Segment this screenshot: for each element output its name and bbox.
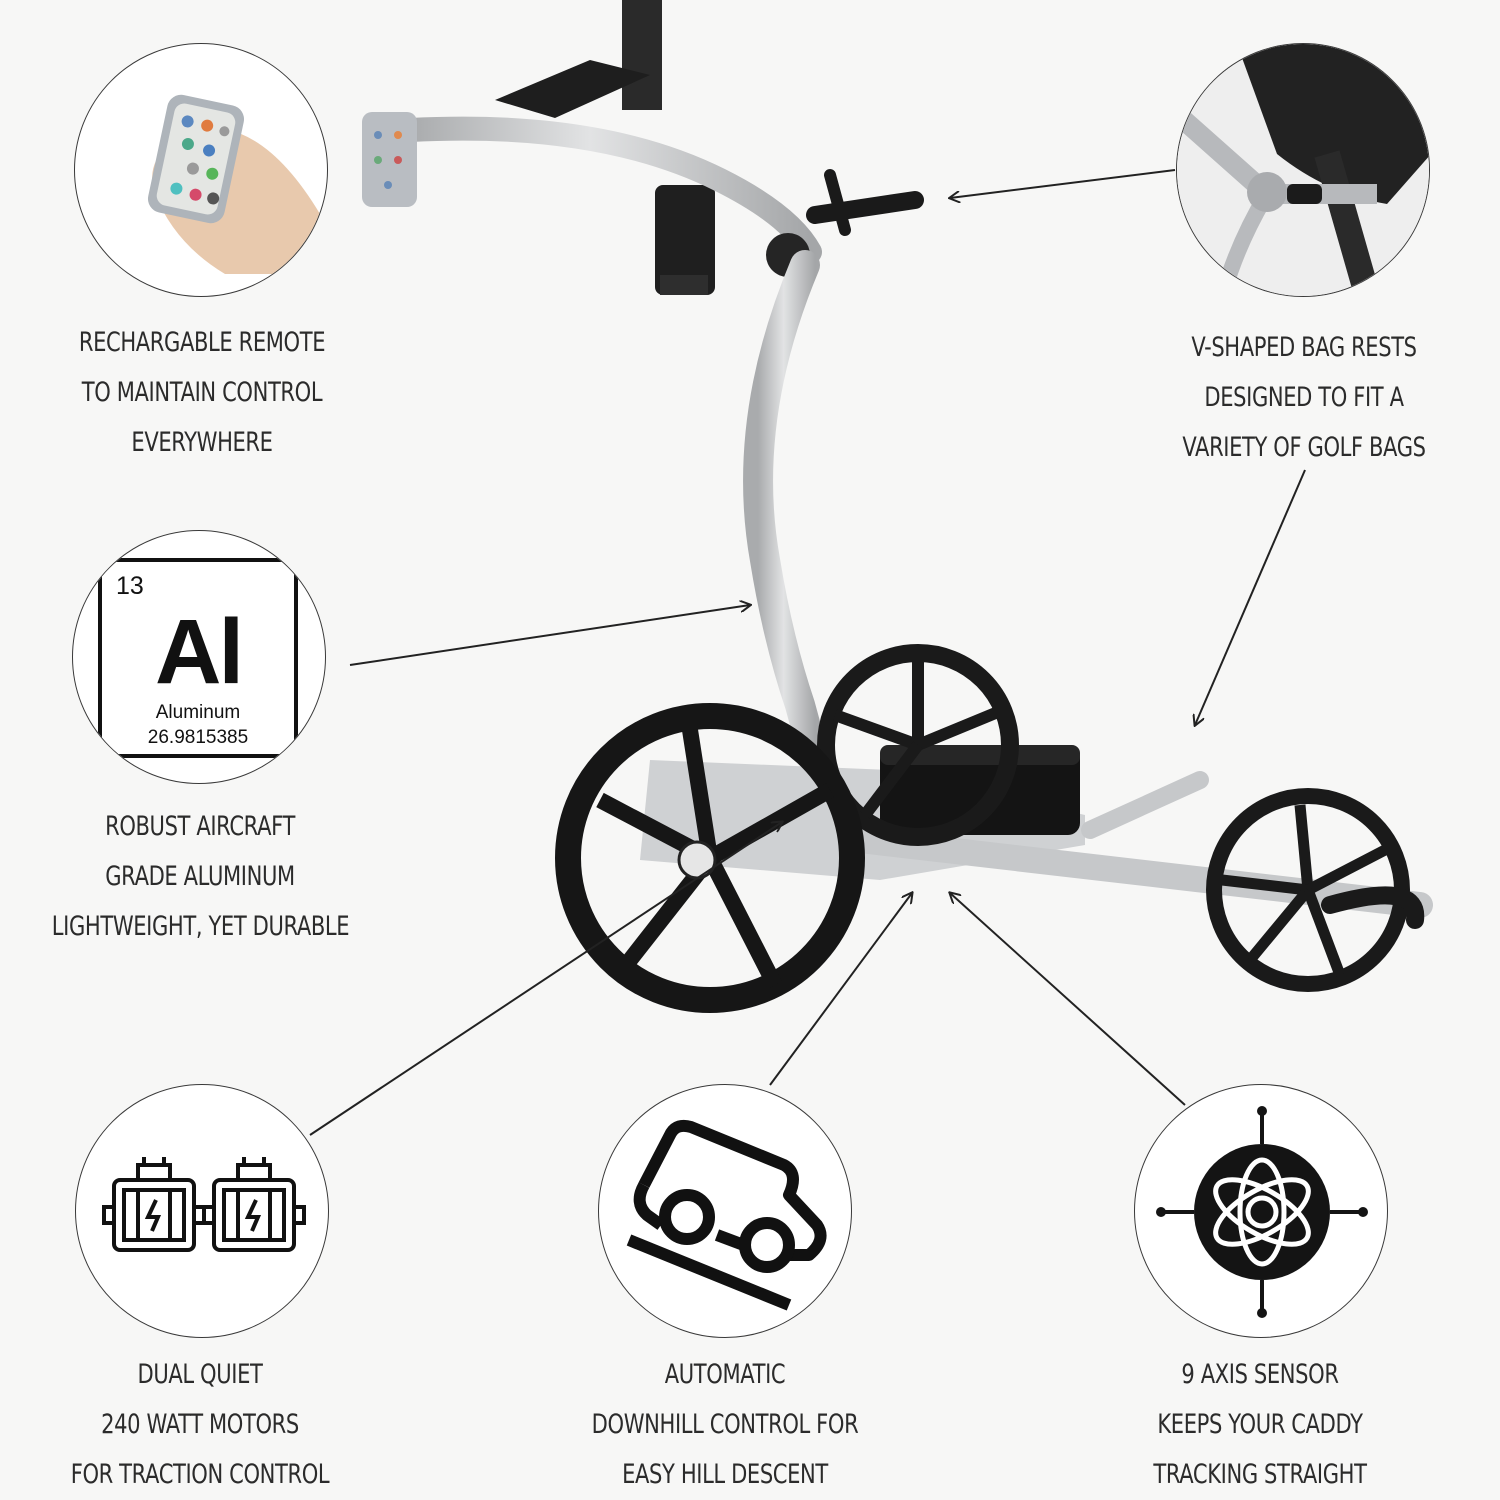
aluminum-circle: 13 Al Aluminum 26.9815385: [72, 530, 326, 784]
aluminum-element-icon: 13 Al Aluminum 26.9815385: [98, 558, 298, 758]
caption-line: KEEPS YOUR CADDY: [1157, 1409, 1363, 1440]
motors-circle: [75, 1084, 329, 1338]
caption-line: ROBUST AIRCRAFT: [105, 811, 295, 842]
leader-lines: [309, 169, 1306, 1136]
bag-rest-photo-icon: [1177, 44, 1429, 296]
element-symbol: Al: [155, 601, 244, 703]
caption-line: DUAL QUIET: [137, 1359, 263, 1390]
caption-sensor: 9 AXIS SENSOR KEEPS YOUR CADDY TRACKING …: [1112, 1350, 1408, 1500]
caption-remote: RECHARGABLE REMOTE TO MAINTAIN CONTROL E…: [54, 318, 350, 468]
caption-line: GRADE ALUMINUM: [105, 861, 295, 892]
downhill-car-icon: [626, 1119, 827, 1311]
motor-icon: [102, 1157, 306, 1252]
sensor-circle: [1134, 1084, 1388, 1338]
atomic-number: 13: [116, 572, 144, 600]
caption-line: V-SHAPED BAG RESTS: [1191, 332, 1417, 363]
caption-line: EASY HILL DESCENT: [622, 1459, 828, 1490]
caption-line: TO MAINTAIN CONTROL: [81, 377, 323, 408]
caption-line: DESIGNED TO FIT A: [1204, 382, 1404, 413]
downhill-circle: [598, 1084, 852, 1338]
caption-aluminum: ROBUST AIRCRAFT GRADE ALUMINUM LIGHTWEIG…: [51, 802, 350, 952]
bag-rests-circle: [1176, 43, 1430, 297]
atomic-mass: 26.9815385: [147, 727, 249, 748]
caption-line: LIGHTWEIGHT, YET DURABLE: [51, 911, 350, 942]
caption-line: VARIETY OF GOLF BAGS: [1182, 432, 1426, 463]
caption-line: FOR TRACTION CONTROL: [70, 1459, 330, 1490]
caption-line: 240 WATT MOTORS: [101, 1409, 299, 1440]
remote-control-icon: [147, 94, 325, 274]
caption-line: DOWNHILL CONTROL FOR: [591, 1409, 859, 1440]
caption-line: AUTOMATIC: [664, 1359, 786, 1390]
remote-circle: [74, 43, 328, 297]
caption-line: RECHARGABLE REMOTE: [78, 327, 326, 358]
caption-line: EVERYWHERE: [131, 427, 273, 458]
caption-downhill: AUTOMATIC DOWNHILL CONTROL FOR EASY HILL…: [577, 1350, 873, 1500]
caption-motors: DUAL QUIET 240 WATT MOTORS FOR TRACTION …: [52, 1350, 348, 1500]
sensor-atom-icon: [1156, 1106, 1368, 1318]
caption-line: TRACKING STRAIGHT: [1153, 1459, 1367, 1490]
caption-line: 9 AXIS SENSOR: [1181, 1359, 1339, 1390]
golf-caddy: [362, 0, 1433, 1013]
element-name: Aluminum: [155, 702, 241, 723]
caption-bag-rests: V-SHAPED BAG RESTS DESIGNED TO FIT A VAR…: [1156, 323, 1452, 473]
